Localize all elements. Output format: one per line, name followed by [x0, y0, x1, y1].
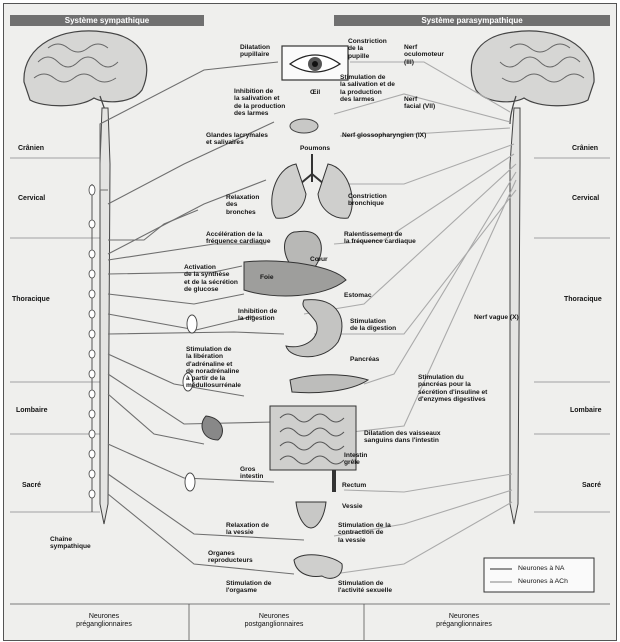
label-vessie: Vessie — [342, 503, 363, 510]
label-inhibition-salivation: Inhibition de la salivation et de la pro… — [234, 88, 285, 117]
label-poumons: Poumons — [300, 145, 330, 152]
bottom-preganglionic-right: Neurones préganglionnaires — [404, 613, 524, 629]
region-thoracique-right: Thoracique — [564, 296, 602, 303]
reproductive-icon — [294, 555, 342, 579]
eye-icon — [282, 46, 348, 80]
label-stimulation-pancreas: Stimulation du pancréas pour la sécrétio… — [418, 374, 487, 403]
label-constriction-bronchique: Constriction bronchique — [348, 193, 387, 208]
label-nerf-oculomoteur: Nerf oculomoteur (III) — [404, 44, 444, 66]
label-oeil: Œil — [310, 89, 320, 96]
label-stimulation-salivation: Stimulation de la salivation et de la pr… — [340, 74, 395, 103]
bottom-postganglionic: Neurones postganglionnaires — [214, 613, 334, 629]
bottom-preganglionic-left: Neurones préganglionnaires — [44, 613, 164, 629]
left-spinal-cord — [100, 108, 110, 524]
region-lombaire-left: Lombaire — [16, 407, 48, 414]
label-pancreas: Pancréas — [350, 356, 379, 363]
region-cervical-right: Cervical — [572, 195, 599, 202]
label-inhibition-digestion: Inhibition de la digestion — [238, 308, 277, 323]
label-activation-synthese: Activation de la synthèse et de la sécré… — [184, 264, 238, 293]
legend-ach: Neurones à ACh — [518, 578, 568, 585]
glands-icon — [290, 119, 318, 133]
label-dilatation-pupillaire: Dilatation pupillaire — [240, 44, 270, 59]
bladder-icon — [296, 502, 326, 528]
right-brain-icon — [471, 31, 594, 124]
legend-box — [484, 558, 594, 592]
intestine-icon — [270, 406, 356, 492]
label-organes-reproducteurs: Organes reproducteurs — [208, 550, 253, 565]
label-intestin-grele: Intestin grêle — [344, 452, 367, 467]
label-acceleration: Accélération de la fréquence cardiaque — [206, 231, 271, 246]
diagram-frame: Système sympathique Système parasympathi… — [3, 3, 617, 641]
region-sacre-left: Sacré — [22, 482, 41, 489]
kidney-icon — [202, 416, 222, 440]
label-dilatation-vaisseaux: Dilatation des vaisseaux sanguins dans l… — [364, 430, 441, 445]
label-nerf-glosso: Nerf glossopharyngien (IX) — [342, 132, 426, 139]
region-cranien-left: Crânien — [18, 145, 44, 152]
label-contraction-vessie: Stimulation de la contraction de la vess… — [338, 522, 391, 544]
region-cervical-left: Cervical — [18, 195, 45, 202]
label-constriction-pupille: Constriction de la pupille — [348, 38, 387, 60]
label-stimulation-liberation: Stimulation de la libération d'adrénalin… — [186, 346, 241, 390]
header-sympathetic: Système sympathique — [10, 15, 204, 26]
label-relaxation-bronches: Relaxation des bronches — [226, 194, 259, 216]
pancreas-icon — [290, 375, 368, 393]
sympathetic-chain — [89, 184, 95, 512]
label-nerf-vague: Nerf vague (X) — [474, 314, 519, 321]
header-parasympathetic: Système parasympathique — [334, 15, 610, 26]
label-gros-intestin: Gros intestin — [240, 466, 263, 481]
label-ralentissement: Ralentissement de la fréquence cardiaque — [344, 231, 416, 246]
stomach-icon — [286, 300, 342, 357]
label-orgasme: Stimulation de l'orgasme — [226, 580, 271, 595]
label-rectum: Rectum — [342, 482, 366, 489]
label-chaine-sympathique: Chaîne sympathique — [50, 536, 91, 551]
region-sacre-right: Sacré — [582, 482, 601, 489]
label-foie: Foie — [260, 274, 274, 281]
legend-na: Neurones à NA — [518, 565, 564, 572]
region-lombaire-right: Lombaire — [570, 407, 602, 414]
label-estomac: Estomac — [344, 292, 372, 299]
label-coeur: Cœur — [310, 256, 328, 263]
label-activite-sexuelle: Stimulation de l'activité sexuelle — [338, 580, 392, 595]
region-cranien-right: Crânien — [572, 145, 598, 152]
region-thoracique-left: Thoracique — [12, 296, 50, 303]
label-glandes: Glandes lacrymales et salivaires — [206, 132, 268, 147]
label-nerf-facial: Nerf facial (VII) — [404, 96, 435, 111]
lungs-icon — [272, 154, 353, 218]
label-relaxation-vessie: Relaxation de la vessie — [226, 522, 269, 537]
collateral-ganglia — [183, 315, 197, 491]
diagram-drawing — [4, 4, 616, 640]
left-brain-icon — [24, 31, 147, 124]
label-stimulation-digestion: Stimulation de la digestion — [350, 318, 396, 333]
